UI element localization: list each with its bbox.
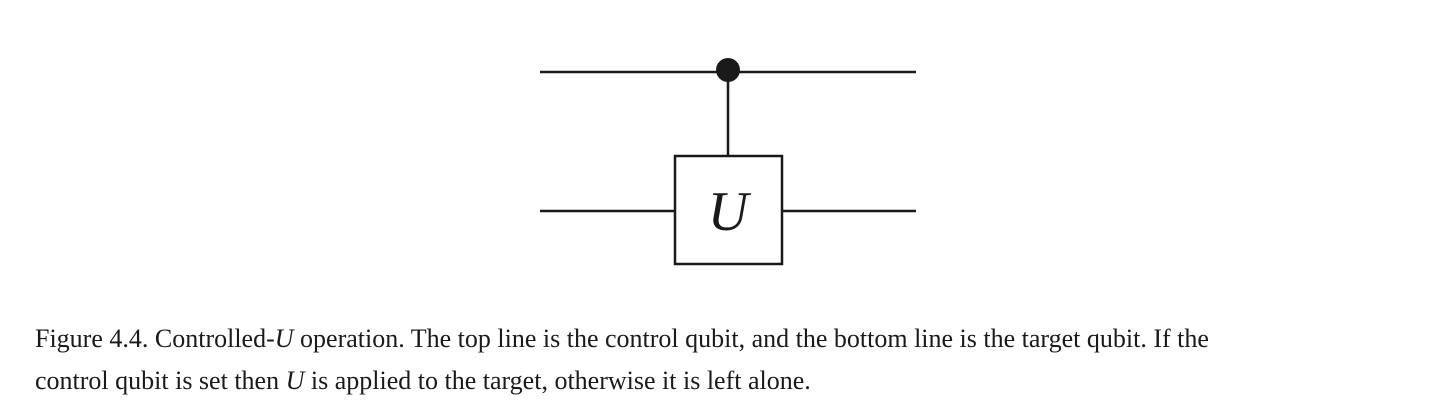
u-gate-label: U: [708, 181, 752, 243]
caption-text: control qubit is set then: [35, 366, 286, 395]
caption-text: Figure 4.4. Controlled-: [35, 324, 275, 353]
figure-caption: Figure 4.4. Controlled-U operation. The …: [35, 318, 1430, 402]
caption-text: operation. The top line is the control q…: [293, 324, 1209, 353]
caption-math-u: U: [285, 366, 305, 395]
caption-text: is applied to the target, otherwise it i…: [304, 366, 811, 395]
caption-math-u: U: [274, 324, 294, 353]
caption-line-2: control qubit is set then U is applied t…: [35, 360, 1430, 402]
controlled-u-circuit: U: [540, 58, 916, 266]
caption-line-1: Figure 4.4. Controlled-U operation. The …: [35, 318, 1430, 360]
u-gate-box: [673, 154, 784, 266]
